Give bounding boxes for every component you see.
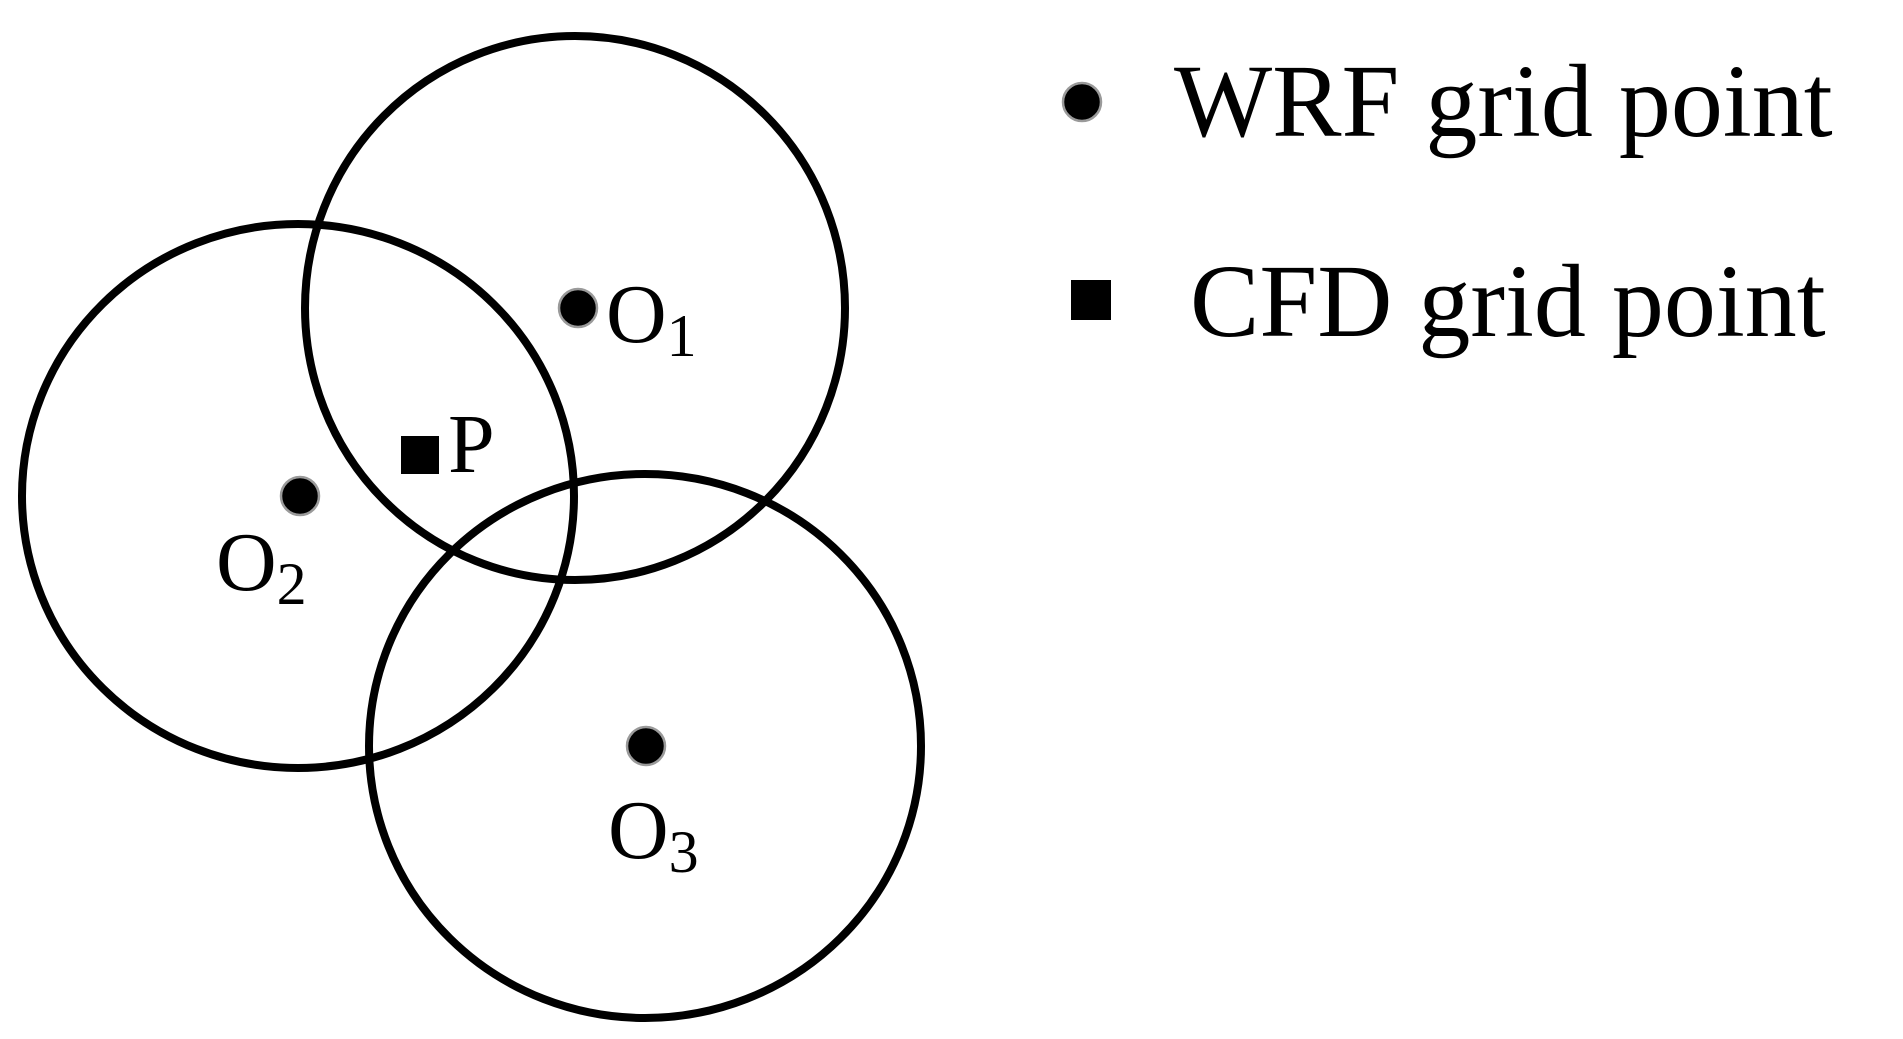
legend-wrf-marker-icon [1061,81,1103,123]
label-o1: O1 [606,268,697,369]
label-o3: O3 [608,784,699,885]
influence-circle-o1 [301,32,849,584]
legend: WRF grid point CFD grid point [1061,44,1833,359]
influence-circle-o3 [365,470,925,1022]
wrf-grid-point-o1 [557,287,599,329]
legend-cfd-marker-icon [1071,280,1111,320]
label-o2: O2 [216,516,307,617]
influence-circle-o2 [18,220,578,772]
legend-wrf-label: WRF grid point [1174,44,1833,159]
cfd-grid-point-p [401,436,439,474]
legend-cfd-label: CFD grid point [1190,244,1826,359]
wrf-grid-point-o3 [625,725,667,767]
label-p: P [448,398,495,491]
wrf-grid-point-o2 [279,475,321,517]
